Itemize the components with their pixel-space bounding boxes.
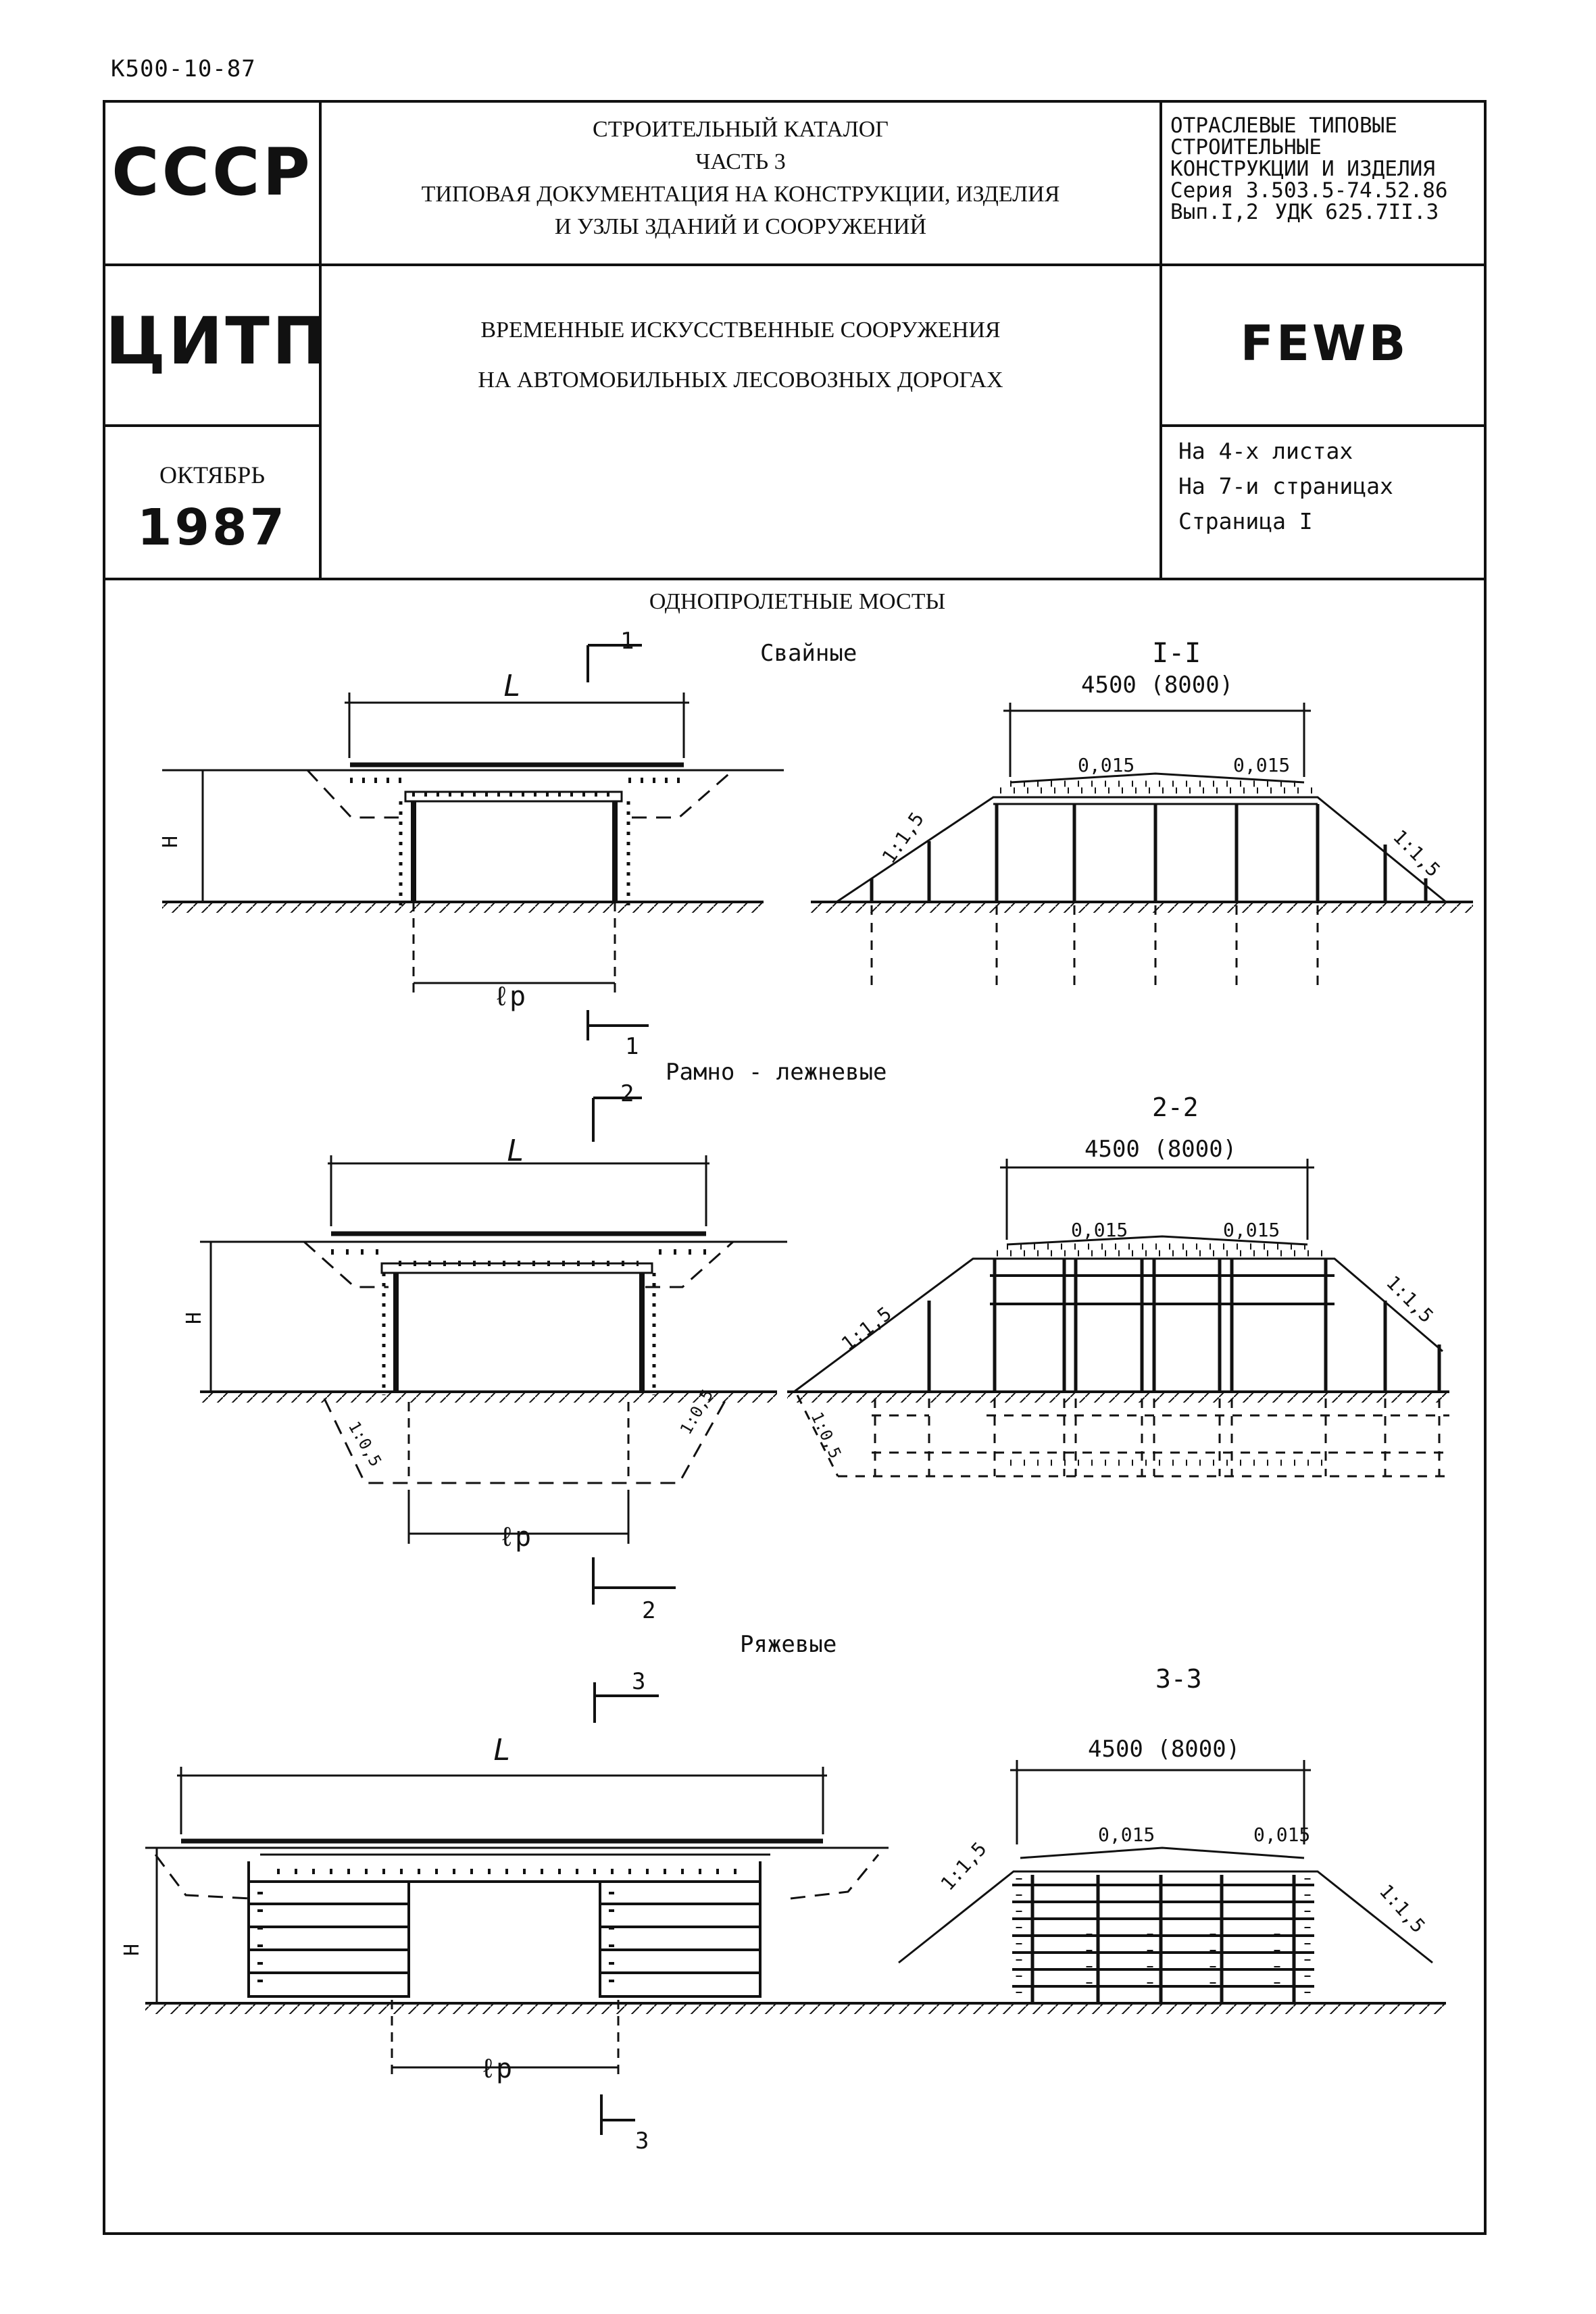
section3-label: 3-3 <box>1155 1664 1202 1694</box>
sheets-line: На 4-х листах <box>1178 438 1353 464</box>
section2-cut-bottom: 2 <box>642 1597 655 1624</box>
section1-side-view <box>162 644 784 1040</box>
title-line: ВРЕМЕННЫЕ ИСКУССТВЕННЫЕ СООРУЖЕНИЯ <box>480 318 1001 343</box>
section1-embank-right: 1:1,5 <box>1389 826 1445 882</box>
section2-cross-section <box>787 1159 1449 1478</box>
title-block-divider-left <box>103 424 320 427</box>
series-line: СТРОИТЕЛЬНЫЕ <box>1170 135 1322 159</box>
section1-pier: ℓp <box>493 981 526 1012</box>
title-block-col-2 <box>1159 100 1162 580</box>
udk-code: УДК 625.7II.3 <box>1274 200 1439 224</box>
issue-year: 1987 <box>137 499 287 557</box>
section1-slope-right: 0,015 <box>1233 754 1290 776</box>
section1-cut-bottom: 1 <box>625 1033 639 1060</box>
section3-side-view <box>145 1682 889 2135</box>
org-ussr: СССР <box>111 134 313 210</box>
issue-row: Вып.I,2 УДК 625.7II.3 <box>1170 201 1484 223</box>
section3-slope-right: 0,015 <box>1253 1823 1310 1846</box>
section3-slope-left: 0,015 <box>1098 1823 1155 1846</box>
title-block-col-1 <box>319 100 322 580</box>
issue-number: Вып.I,2 <box>1170 200 1259 224</box>
section3-cut-bottom: 3 <box>635 2128 649 2155</box>
section1-slope-left: 0,015 <box>1078 754 1134 776</box>
title-block-divider-bottom <box>103 578 1487 580</box>
title-block-divider-right <box>1161 424 1487 427</box>
section2-width: 4500 (8000) <box>1084 1136 1237 1163</box>
drawing-frame <box>103 100 1487 2235</box>
section3-width: 4500 (8000) <box>1088 1736 1240 1763</box>
section2-foot-section: 1:0,5 <box>807 1409 845 1461</box>
section2-span: L <box>507 1134 525 1168</box>
issue-month: ОКТЯБРЬ <box>159 461 265 488</box>
sheet-code: FEWB <box>1240 315 1409 372</box>
document-title: ВРЕМЕННЫЕ ИСКУССТВЕННЫЕ СООРУЖЕНИЯ НА АВ… <box>322 305 1159 405</box>
sheets-line: Страница I <box>1178 508 1313 534</box>
series-line: ОТРАСЛЕВЫЕ ТИПОВЫЕ <box>1170 114 1397 138</box>
section2-cut-top: 2 <box>620 1080 634 1107</box>
section1-cut-top: 1 <box>620 628 634 655</box>
section3-span: L <box>493 1733 512 1767</box>
section3-cross-section <box>885 1760 1446 2014</box>
section1-span: L <box>503 669 522 703</box>
section3-embank-left: 1:1,5 <box>937 1838 991 1895</box>
org-citp: ЦИТП <box>105 303 330 379</box>
catalog-line: СТРОИТЕЛЬНЫЙ КАТАЛОГ <box>593 117 889 142</box>
section1-width: 4500 (8000) <box>1081 672 1233 699</box>
section3-height: H <box>120 1944 144 1956</box>
sheets-info: На 4-х листах На 7-и страницах Страница … <box>1178 434 1484 539</box>
section2-slope-left: 0,015 <box>1071 1219 1128 1241</box>
section2-height: H <box>182 1312 206 1324</box>
section1-height: H <box>159 836 182 848</box>
section2-title: Рамно - лежневые <box>666 1059 887 1086</box>
catalog-block: СТРОИТЕЛЬНЫЙ КАТАЛОГ ЧАСТЬ 3 ТИПОВАЯ ДОК… <box>322 114 1159 243</box>
section2-label: 2-2 <box>1152 1092 1199 1122</box>
section3-embank-right: 1:1,5 <box>1375 1880 1430 1938</box>
section1-title: Свайные <box>760 640 857 667</box>
section2-embank-right: 1:1,5 <box>1382 1272 1438 1328</box>
section2-pier: ℓp <box>499 1521 531 1553</box>
catalog-line: ЧАСТЬ 3 <box>695 149 786 174</box>
section1-cross-section <box>811 703 1473 986</box>
catalog-line: И УЗЛЫ ЗДАНИЙ И СООРУЖЕНИЙ <box>554 214 927 239</box>
section1-label: I-I <box>1152 638 1201 669</box>
title-block-divider-1 <box>103 263 1487 266</box>
drawing-heading: ОДНОПРОЛЕТНЫЕ МОСТЫ <box>649 589 946 614</box>
section2-side-view <box>200 1097 787 1605</box>
sheets-line: На 7-и страницах <box>1178 473 1393 499</box>
document-code: К500-10-87 <box>111 55 256 82</box>
section3-cut-top: 3 <box>632 1668 645 1695</box>
series-block: ОТРАСЛЕВЫЕ ТИПОВЫЕ СТРОИТЕЛЬНЫЕ КОНСТРУК… <box>1170 115 1484 223</box>
series-line: КОНСТРУКЦИИ И ИЗДЕЛИЯ <box>1170 157 1435 181</box>
title-line: НА АВТОМОБИЛЬНЫХ ЛЕСОВОЗНЫХ ДОРОГАХ <box>478 368 1003 393</box>
catalog-line: ТИПОВАЯ ДОКУМЕНТАЦИЯ НА КОНСТРУКЦИИ, ИЗД… <box>421 182 1060 207</box>
section3-title: Ряжевые <box>740 1631 837 1658</box>
section2-foot-left: 1:0,5 <box>345 1418 385 1470</box>
section2-embank-left: 1:1,5 <box>837 1303 896 1355</box>
series-line: Серия 3.503.5-74.52.86 <box>1170 178 1448 203</box>
section3-pier: ℓp <box>480 2053 512 2084</box>
section2-slope-right: 0,015 <box>1223 1219 1280 1241</box>
